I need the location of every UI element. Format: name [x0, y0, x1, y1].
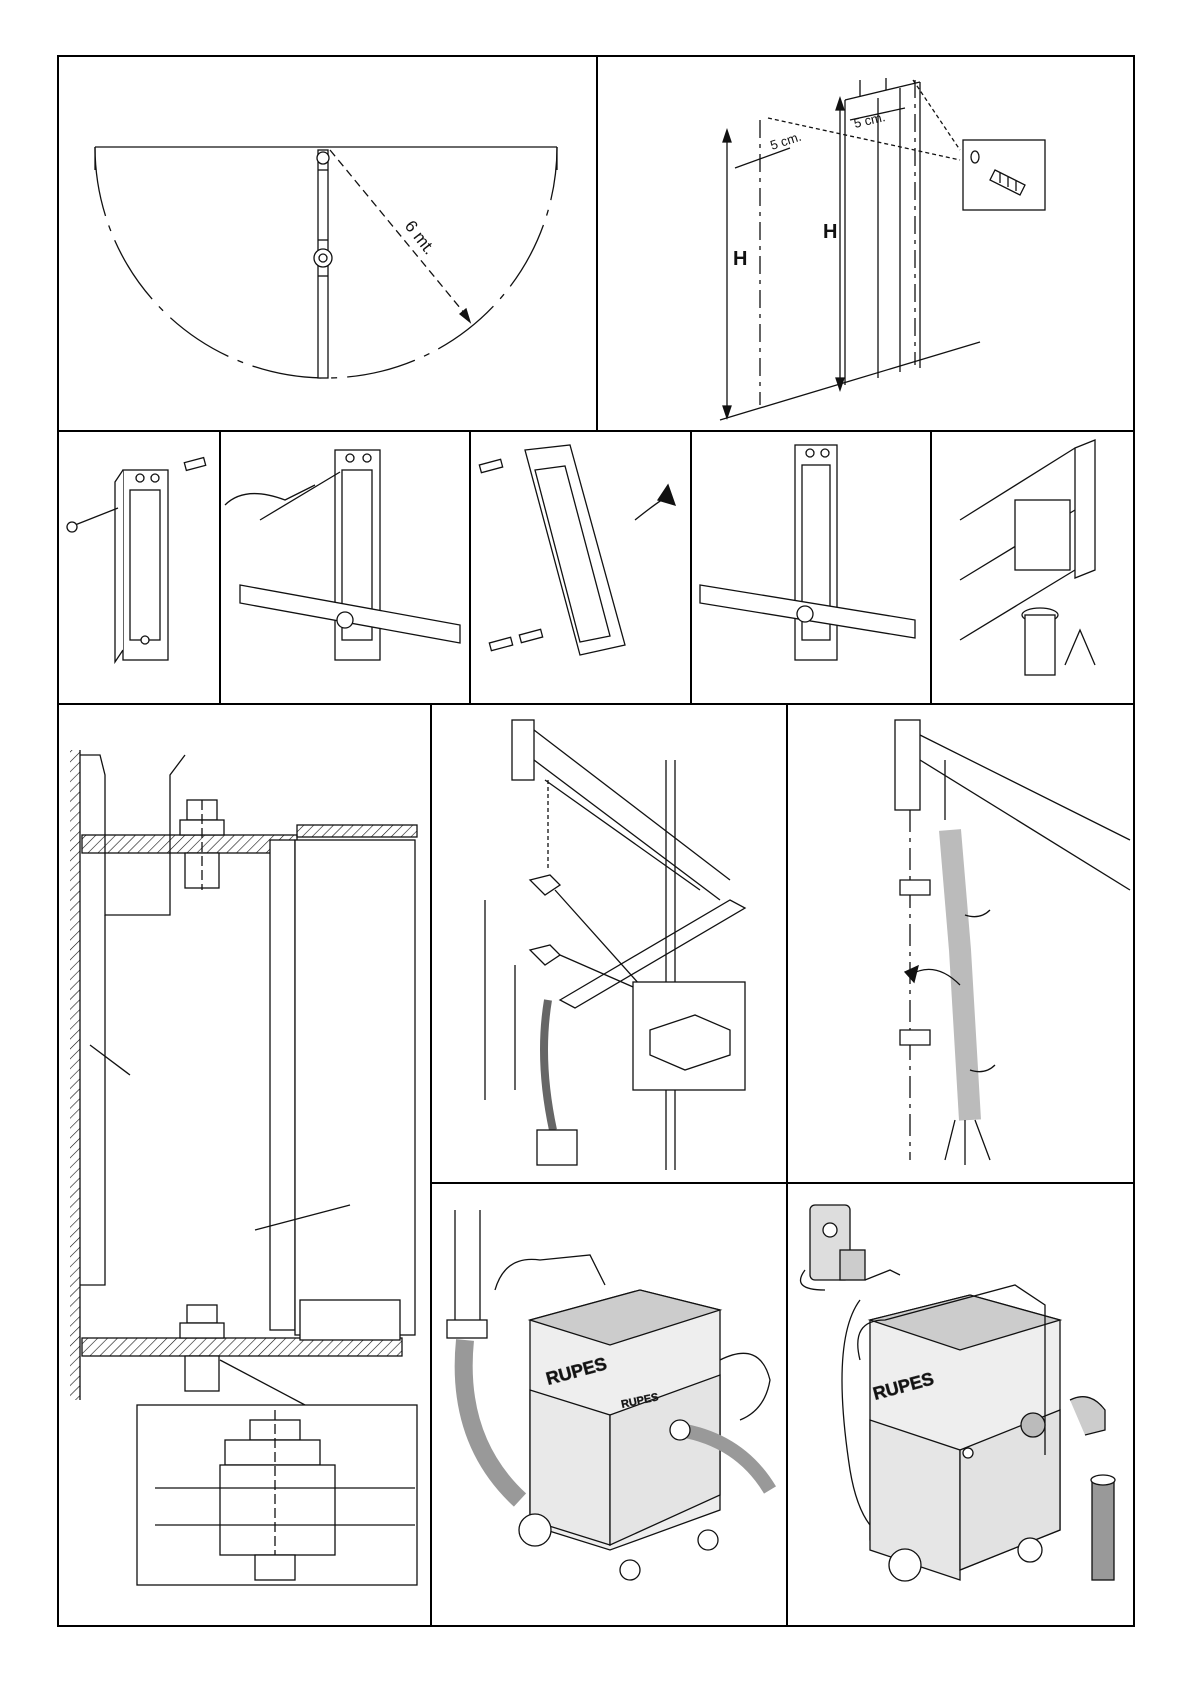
panel-hose-clips	[895, 720, 1130, 1165]
vacuum-unit-right	[801, 1205, 1116, 1581]
step-bracket-level	[225, 450, 460, 660]
panel-swing-radius	[95, 147, 557, 378]
arm-bolt-section	[70, 750, 417, 1585]
step-bracket-rotate	[479, 445, 675, 655]
panel-wall-positioning	[720, 78, 1045, 420]
height-left-label: H	[733, 248, 747, 270]
height-right-label: H	[823, 221, 837, 243]
panel-arm-clips	[485, 720, 745, 1170]
offset-right-label: 5 cm.	[852, 109, 886, 131]
step-arm-insert	[960, 440, 1095, 675]
step-bracket-check-level	[700, 445, 915, 660]
step-bracket-screws	[67, 458, 206, 662]
vacuum-unit-left	[447, 1210, 770, 1580]
radius-label: 6 mt.	[401, 217, 439, 258]
